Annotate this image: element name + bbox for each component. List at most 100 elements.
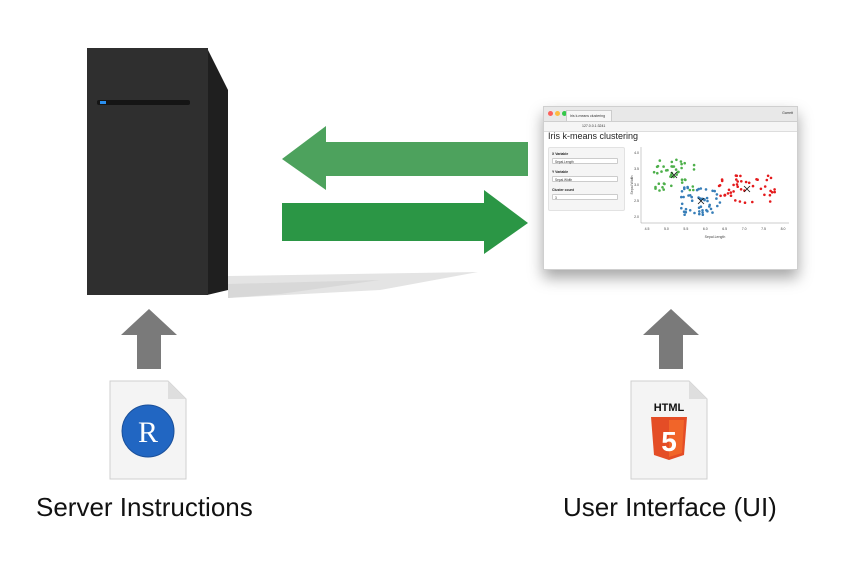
plot-x-tick: 8.0 [781, 227, 786, 231]
plot-centroid-cluster1 [670, 171, 678, 179]
plot-point-cluster2 [680, 190, 684, 193]
plot-point-cluster3 [726, 192, 730, 195]
plot-y-tick: 3.0 [634, 183, 639, 187]
plot-point-cluster3 [729, 191, 733, 194]
plot-point-cluster3 [769, 176, 773, 180]
plot-x-tick: 6.5 [722, 227, 727, 231]
plot-point-cluster3 [727, 188, 731, 192]
cluster-count-label: Cluster count [552, 188, 574, 192]
r-logo-letter: R [138, 416, 158, 449]
plot-point-cluster3 [734, 199, 737, 202]
plot-point-cluster2 [703, 198, 706, 202]
plot-point-cluster1 [692, 168, 696, 171]
plot-point-cluster1 [670, 184, 673, 188]
plot-point-cluster2 [688, 209, 692, 212]
plot-point-cluster2 [680, 195, 683, 199]
plot-point-cluster3 [768, 193, 772, 197]
html5-shield-icon: 5 [661, 426, 677, 457]
plot-x-tick: 5.5 [683, 227, 688, 231]
plot-point-cluster3 [735, 178, 738, 181]
browser-tab[interactable]: Iris k-means clustering [566, 110, 612, 121]
plot-point-cluster2 [680, 202, 684, 206]
plot-point-cluster1 [680, 166, 683, 170]
server-caption: Server Instructions [36, 492, 253, 522]
plot-point-cluster1 [658, 159, 662, 162]
plot-point-cluster1 [660, 170, 663, 173]
plot-point-cluster1 [692, 163, 696, 167]
plot-point-cluster2 [698, 212, 701, 216]
plot-point-cluster3 [729, 194, 733, 197]
plot-point-cluster2 [683, 213, 686, 216]
plot-centroid-cluster3 [743, 185, 751, 193]
plot-x-tick: 5.0 [664, 227, 669, 231]
plot-point-cluster2 [698, 210, 701, 213]
cluster-count-input[interactable]: 3 [552, 194, 618, 200]
plot-point-cluster3 [739, 174, 742, 178]
plot-point-cluster3 [736, 185, 739, 188]
plot-centroid-cluster2 [697, 197, 705, 205]
up-arrow-left-icon [121, 309, 177, 369]
plot-point-cluster2 [709, 207, 713, 211]
plot-point-cluster2 [716, 204, 719, 208]
plot-point-cluster3 [743, 201, 747, 204]
plot-y-tick: 3.5 [634, 167, 639, 171]
arrow-right-icon [282, 190, 528, 254]
plot-point-cluster3 [759, 187, 763, 191]
plot-point-cluster2 [684, 210, 688, 214]
plot-point-cluster2 [713, 189, 716, 193]
plot-point-cluster3 [765, 178, 769, 182]
y-variable-label: Y Variable [552, 170, 569, 174]
plot-point-cluster1 [680, 162, 683, 166]
plot-point-cluster1 [675, 158, 678, 162]
plot-point-cluster1 [679, 160, 683, 163]
plot-point-cluster1 [683, 161, 686, 165]
plot-point-cluster3 [773, 190, 776, 194]
plot-point-cluster2 [711, 211, 714, 214]
plot-point-cluster2 [699, 187, 703, 190]
address-bar[interactable]: 127.0.0.1:3241 [544, 122, 797, 132]
plot-point-cluster3 [736, 180, 739, 183]
plot-point-cluster1 [656, 171, 659, 175]
plot-point-cluster2 [701, 211, 704, 214]
plot-point-cluster3 [719, 194, 722, 198]
plot-point-cluster3 [740, 180, 743, 183]
plot-point-cluster1 [691, 185, 695, 188]
plot-point-cluster3 [717, 184, 721, 188]
plot-point-cluster3 [768, 200, 772, 203]
plot-point-cluster3 [773, 188, 776, 191]
plot-point-cluster2 [718, 201, 722, 204]
plot-point-cluster2 [699, 205, 703, 208]
plot-point-cluster2 [686, 185, 689, 189]
plot-point-cluster3 [735, 183, 739, 186]
plot-point-cluster2 [701, 213, 705, 216]
plot-point-cluster2 [705, 196, 709, 200]
plot-point-cluster3 [735, 174, 739, 178]
plot-point-cluster2 [706, 199, 709, 203]
plot-point-cluster3 [747, 181, 751, 185]
x-variable-select[interactable]: Sepal.Length [552, 158, 618, 164]
plot-point-cluster1 [662, 182, 666, 185]
plot-point-cluster2 [684, 207, 688, 211]
plot-point-cluster3 [770, 191, 774, 194]
y-variable-select[interactable]: Sepal.Width [552, 176, 618, 182]
arrow-left-icon [282, 126, 528, 190]
plot-point-cluster2 [708, 203, 711, 207]
plot-point-cluster1 [670, 160, 674, 164]
plot-point-cluster3 [723, 193, 727, 197]
plot-point-cluster2 [715, 193, 719, 196]
browser-titlebar: Iris k-means clustering Garrett [544, 107, 797, 122]
plot-x-label: Sepal.Length [705, 235, 726, 239]
plot-point-cluster3 [763, 193, 766, 197]
plot-point-cluster2 [715, 197, 718, 200]
plot-x-tick: 4.5 [645, 227, 650, 231]
plot-y-tick: 2.0 [634, 215, 639, 219]
plot-point-cluster2 [680, 206, 683, 210]
plot-point-cluster3 [739, 188, 743, 191]
plot-point-cluster2 [690, 199, 694, 202]
plot-y-tick: 2.5 [634, 199, 639, 203]
browser-window: Iris k-means clustering Garrett 127.0.0.… [543, 106, 798, 270]
plot-x-tick: 7.5 [761, 227, 766, 231]
plot-point-cluster3 [751, 200, 754, 204]
plot-point-cluster1 [671, 165, 674, 168]
